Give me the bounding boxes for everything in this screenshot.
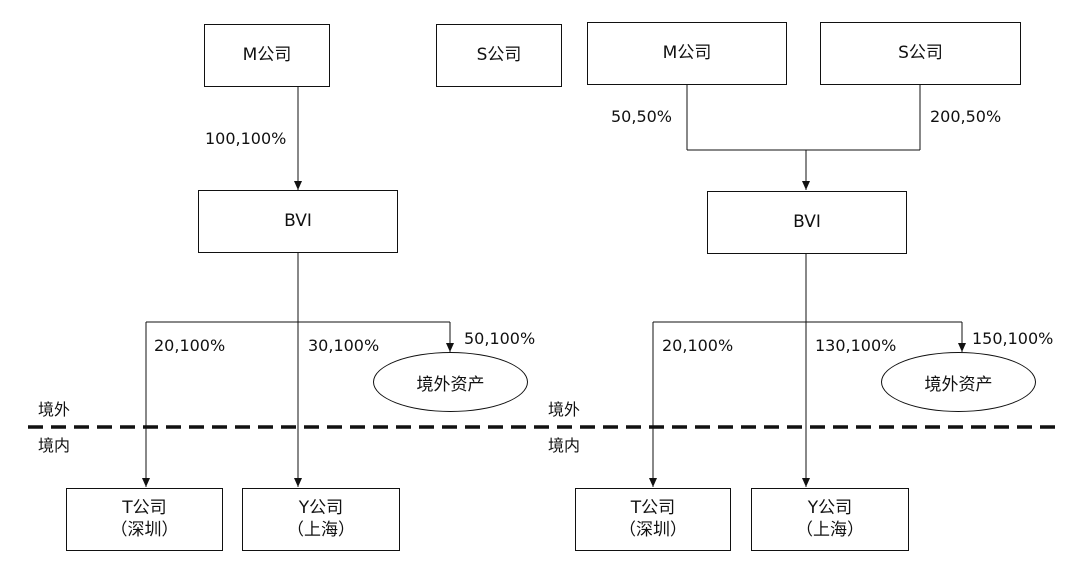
left-s-company-box: S公司: [436, 24, 562, 87]
right-edge-y-label: 130,100%: [815, 336, 897, 355]
right-overseas-assets-ellipse: 境外资产: [881, 352, 1036, 412]
left-edge-m-bvi-label: 100,100%: [205, 129, 287, 148]
right-edge-m-bvi-label: 50,50%: [611, 107, 673, 126]
left-edge-y-label: 30,100%: [308, 336, 380, 355]
left-y-company-city: （上海）: [287, 519, 355, 540]
left-overseas-assets-ellipse: 境外资产: [373, 352, 528, 412]
right-t-company-city: （深圳）: [619, 519, 687, 540]
left-bvi-label: BVI: [284, 210, 312, 231]
right-bvi-label: BVI: [793, 211, 821, 232]
right-s-company-label: S公司: [898, 42, 943, 63]
left-y-company-name: Y公司: [298, 498, 344, 519]
right-m-company-label: M公司: [662, 42, 712, 63]
right-overseas-assets-label: 境外资产: [924, 374, 993, 395]
right-edge-overseas-label: 150,100%: [972, 329, 1054, 348]
left-t-company-box: T公司 （深圳）: [66, 488, 223, 551]
left-y-company-box: Y公司 （上海）: [242, 488, 400, 551]
right-s-company-box: S公司: [820, 22, 1021, 85]
right-edge-t-label: 20,100%: [662, 336, 734, 355]
left-m-company-box: M公司: [204, 24, 330, 87]
right-y-company-box: Y公司 （上海）: [751, 488, 909, 551]
right-region-outside-label: 境外: [548, 400, 581, 419]
right-bvi-box: BVI: [707, 191, 907, 254]
left-overseas-assets-label: 境外资产: [416, 374, 485, 395]
left-region-outside-label: 境外: [38, 400, 71, 419]
right-m-company-box: M公司: [587, 22, 787, 85]
right-y-company-city: （上海）: [796, 519, 864, 540]
left-t-company-city: （深圳）: [110, 519, 179, 540]
right-t-company-name: T公司: [630, 498, 676, 519]
right-region-inside-label: 境内: [548, 436, 581, 455]
right-y-company-name: Y公司: [807, 498, 853, 519]
left-edge-t-label: 20,100%: [154, 336, 226, 355]
left-t-company-name: T公司: [122, 498, 167, 519]
right-t-company-box: T公司 （深圳）: [575, 488, 731, 551]
left-bvi-box: BVI: [198, 190, 398, 253]
right-edge-s-bvi-label: 200,50%: [930, 107, 1002, 126]
left-edge-overseas-label: 50,100%: [464, 329, 536, 348]
left-s-company-label: S公司: [476, 44, 522, 65]
left-region-inside-label: 境内: [38, 436, 71, 455]
left-m-company-label: M公司: [242, 44, 292, 65]
